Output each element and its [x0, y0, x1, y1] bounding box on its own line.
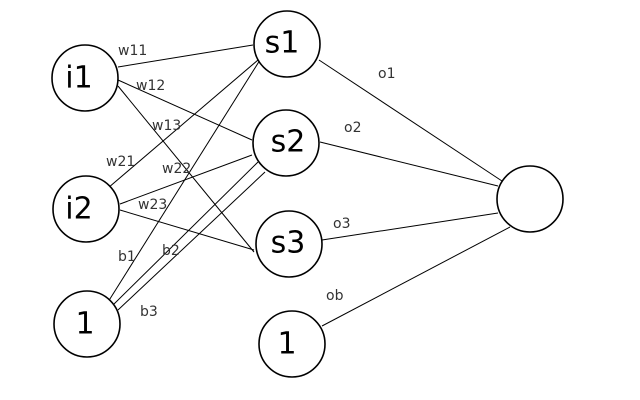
node-label-s3: s3 — [271, 226, 306, 261]
edge-label-w23: w23 — [138, 197, 167, 213]
edge-s3-out — [321, 212, 499, 241]
node-s1: s1 — [253, 10, 321, 78]
edge-label-b1: b1 — [118, 249, 136, 265]
node-label-hidden-bias: 1 — [277, 327, 296, 362]
node-hidden-bias: 1 — [258, 310, 326, 378]
node-i2: i2 — [52, 175, 120, 243]
node-i1: i1 — [51, 44, 119, 112]
node-s2: s2 — [252, 109, 320, 177]
edge-bias-s2-a — [111, 161, 259, 307]
edge-label-o1: o1 — [378, 66, 395, 82]
edge-label-ob: ob — [326, 288, 344, 304]
node-input-bias: 1 — [53, 290, 121, 358]
edge-bias-out — [321, 226, 511, 327]
edge-s1-out — [318, 59, 506, 184]
edge-s2-out — [319, 141, 499, 187]
edge-i2-s1 — [107, 59, 259, 189]
edge-label-b2: b2 — [162, 243, 180, 259]
edge-label-w22: w22 — [162, 161, 191, 177]
edge-i1-s3 — [117, 85, 255, 253]
node-label-i1: i1 — [65, 61, 92, 96]
edge-label-b3: b3 — [140, 304, 158, 320]
node-label-s2: s2 — [271, 125, 306, 160]
edge-label-w13: w13 — [152, 118, 181, 134]
edge-i2-s3 — [119, 209, 255, 251]
node-label-i2: i2 — [65, 192, 92, 227]
edge-bias-s1 — [107, 59, 261, 303]
node-label-s1: s1 — [265, 26, 300, 61]
edges — [107, 44, 511, 327]
edge-label-w21: w21 — [106, 154, 135, 170]
edge-label-w11: w11 — [118, 43, 147, 59]
edge-label-o2: o2 — [344, 120, 361, 136]
edge-i2-s2 — [119, 154, 253, 205]
edge-labels: w11 w12 w13 w21 w22 w23 b1 b2 b3 o1 o2 o… — [106, 43, 395, 320]
node-s3: s3 — [255, 210, 323, 278]
edge-label-o3: o3 — [333, 216, 350, 232]
edge-label-w12: w12 — [136, 78, 165, 94]
node-label-input-bias: 1 — [75, 307, 94, 342]
edge-i1-s1 — [117, 44, 254, 68]
edge-i1-s2 — [117, 79, 253, 141]
edge-bias-s2-b — [117, 171, 266, 311]
node-output — [496, 165, 564, 233]
